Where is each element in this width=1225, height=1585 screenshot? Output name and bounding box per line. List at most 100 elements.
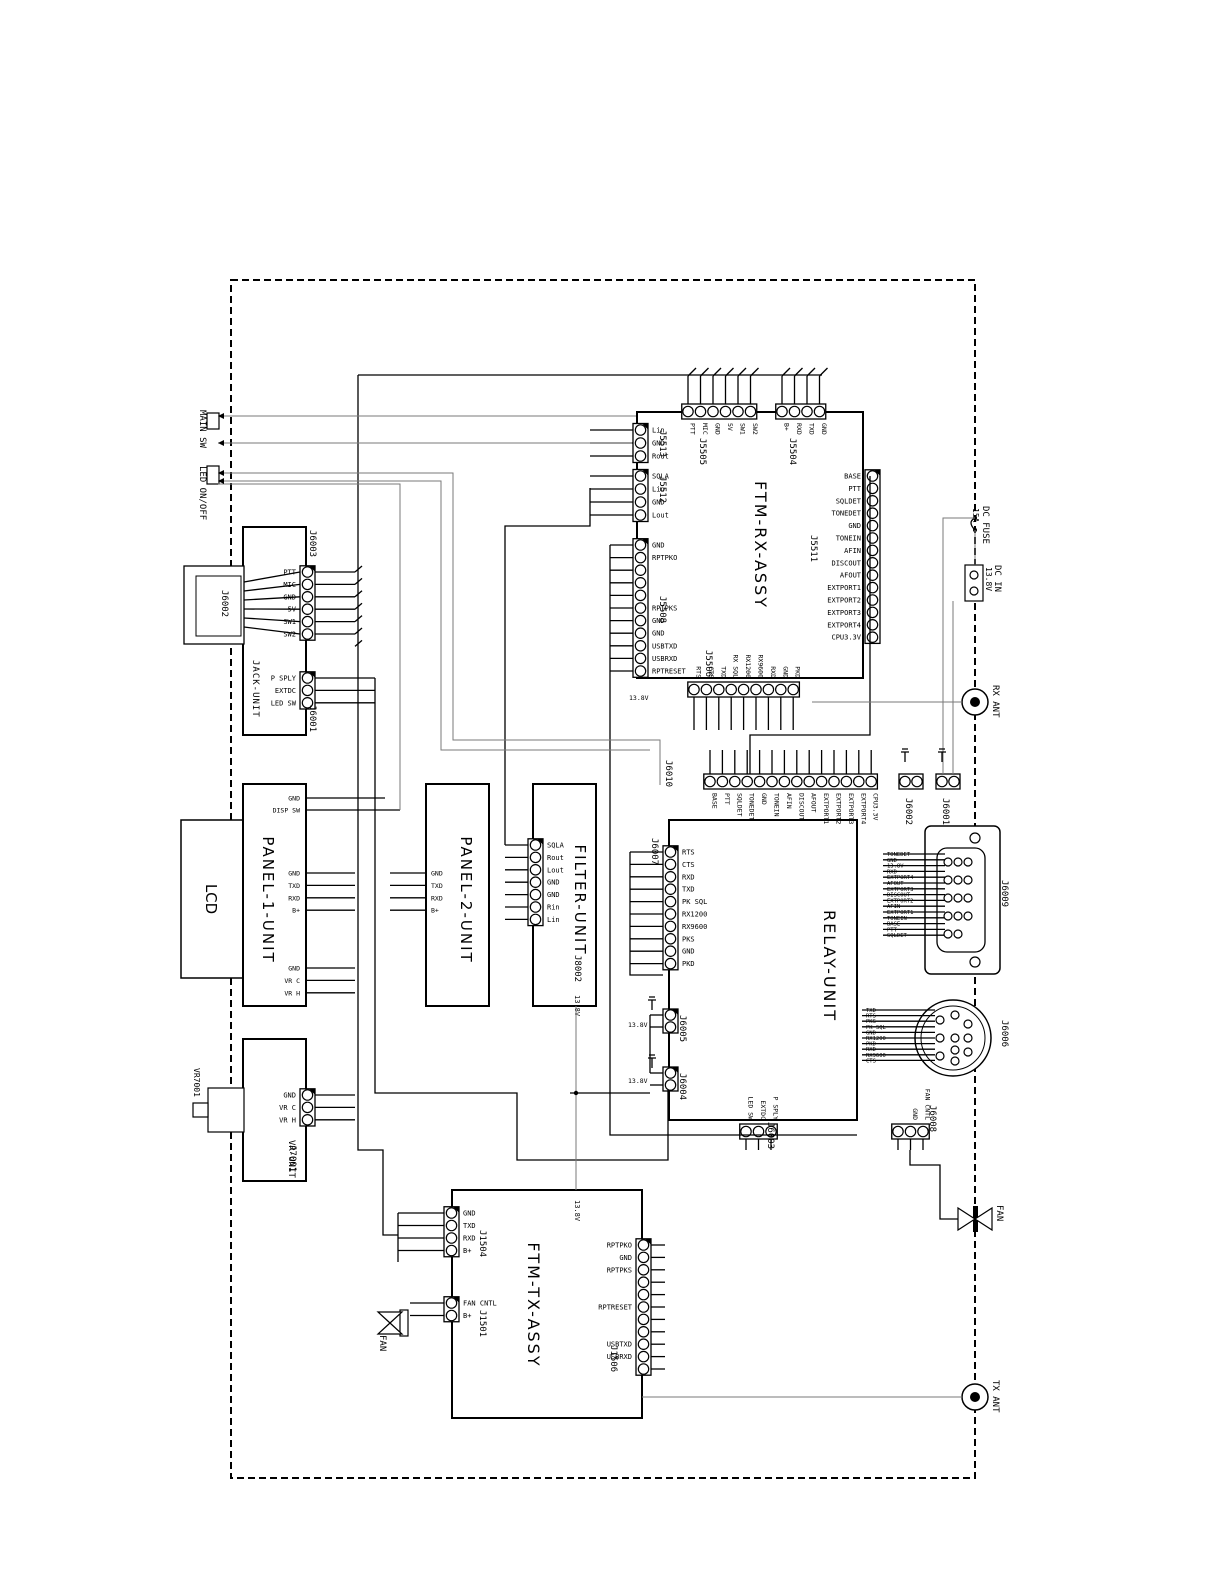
j6009-contact [963,893,973,903]
bundle-stub [794,367,803,377]
j5513-label: J5513 [657,430,667,457]
j1506-pin [637,1276,650,1288]
lcd-module: LCD [180,819,244,979]
j7001-pin [301,1114,314,1126]
harness-wire [609,545,857,1136]
j6007-pin-label: GND [682,948,695,956]
j6003_jack-pin [301,628,314,640]
j6007-pin-label: RXD [682,873,695,881]
j6006-contact [950,1033,960,1043]
j5511-pin [866,569,879,581]
j8002-label: J8002 [572,955,582,982]
harness-wire [942,517,975,774]
j5506-pin-label: RX SQL [732,655,740,679]
j5506-pin-label: GND [781,666,789,678]
j5506-pin [762,683,775,696]
j6003-pin-label: LED SW [747,1097,755,1121]
j6010-pin-label: SQLDET [735,793,743,817]
j5506-pin [750,683,762,696]
j5511-pin [866,544,879,557]
j6006-pin-label: RXD [866,1047,876,1053]
j6009-contact [963,911,973,921]
j6007-label: J6007 [649,838,659,865]
j5511-pin-label: SQLDET [836,497,862,505]
j5505-pin-label: GND [714,423,722,435]
j5512-pin-label: SQLA [652,473,670,481]
j6003_jack-pin [301,578,314,591]
j1504-pin [445,1207,458,1219]
j6007-pin-label: PKS [682,935,695,943]
modular-contact-wire [243,583,301,592]
j5512-pin-label: Lin [652,486,665,494]
j6003-pin-label: P SPLY [772,1097,780,1121]
j6010-pin [840,775,853,788]
harness-wire [749,476,871,774]
bundle-stub [750,367,759,377]
j5511-pin [866,507,879,519]
j6009-pin-label: DISCOUT [887,893,911,899]
j6006-contact [950,1056,960,1066]
j1501-pin-label: FAN CNTL [463,1300,497,1308]
j1504-pin-label: GND [463,1210,476,1218]
j6010-pin-label: AFOUT [810,793,818,813]
j6009-contact [953,911,963,921]
dc-in-label: DC IN [992,565,1002,592]
j6004-pin [664,1079,677,1091]
j6009-contact [953,857,963,867]
j6001-pin [936,775,948,788]
j6007-pin [664,920,677,933]
j1501-label: J1501 [477,1310,487,1337]
j5504-pin-label: TXD [808,423,816,435]
j5512-housing [632,468,649,523]
j1506-pin-label: USBRXD [607,1353,632,1361]
j6007-pin [664,858,677,871]
panel-2-unit-label: PANEL-2-UNIT [457,836,475,963]
j6010-pin [815,775,828,788]
j5506-pin [787,683,799,696]
j5511-pin [866,556,879,569]
j6007-pin-label: RX9600 [682,923,707,931]
j5506-pin-label: RX1200 [744,655,752,679]
j6010-pin [741,775,753,788]
j7001-pin-label: VR H [279,1116,296,1124]
j6003_jack-pin [301,615,314,628]
j6006-contact [950,1010,960,1020]
j6007-pin [664,957,677,970]
j6005-label: J6005 [677,1015,687,1042]
j6009-pin-label: GND [887,858,897,864]
harness-wire [218,483,401,810]
j5506-pin-label: RX9600 [757,655,765,679]
j1506-pin [637,1251,650,1264]
j5512-pin [634,509,647,521]
j5512-pin-label: Lout [652,512,669,520]
j1506-pin [637,1363,650,1375]
j6007-pin [664,870,677,883]
bundle-stub [819,367,828,377]
j7001-pin-label: VR C [279,1104,296,1112]
j1506-pin [637,1288,650,1301]
j7001-pin [301,1089,314,1101]
j1504-pin [445,1219,458,1232]
j1504-pin [445,1232,458,1244]
j1501-pin-label: B+ [463,1312,471,1320]
j8002-pin-label: GND [547,891,560,899]
vr7001-label: VR7001 [192,1068,201,1097]
modular-contact-wire [243,571,301,583]
j6009-pin-label: TONEIN [887,916,907,922]
j5513-pin-label: Lin [652,427,665,435]
j6006-pin-label: RX9600 [866,1053,886,1059]
j5511-pin-label: TONEIN [836,535,861,543]
j6009-pin-label: EXTPORT4 [887,875,914,881]
j6009-pin-label: 13.8V [887,864,904,870]
fan-label-tx: FAN [377,1335,387,1351]
j6006-contact [963,1033,973,1043]
bundle-stub [354,577,363,585]
j6004-pin [664,1067,677,1079]
j5508-pin [634,576,647,589]
tx-antenna: TX ANT [961,1380,1000,1413]
harness-wire [909,1150,958,1220]
j1506-pin-label: RPTPKS [607,1266,632,1274]
j5506-pin-label: PKD [794,666,802,678]
